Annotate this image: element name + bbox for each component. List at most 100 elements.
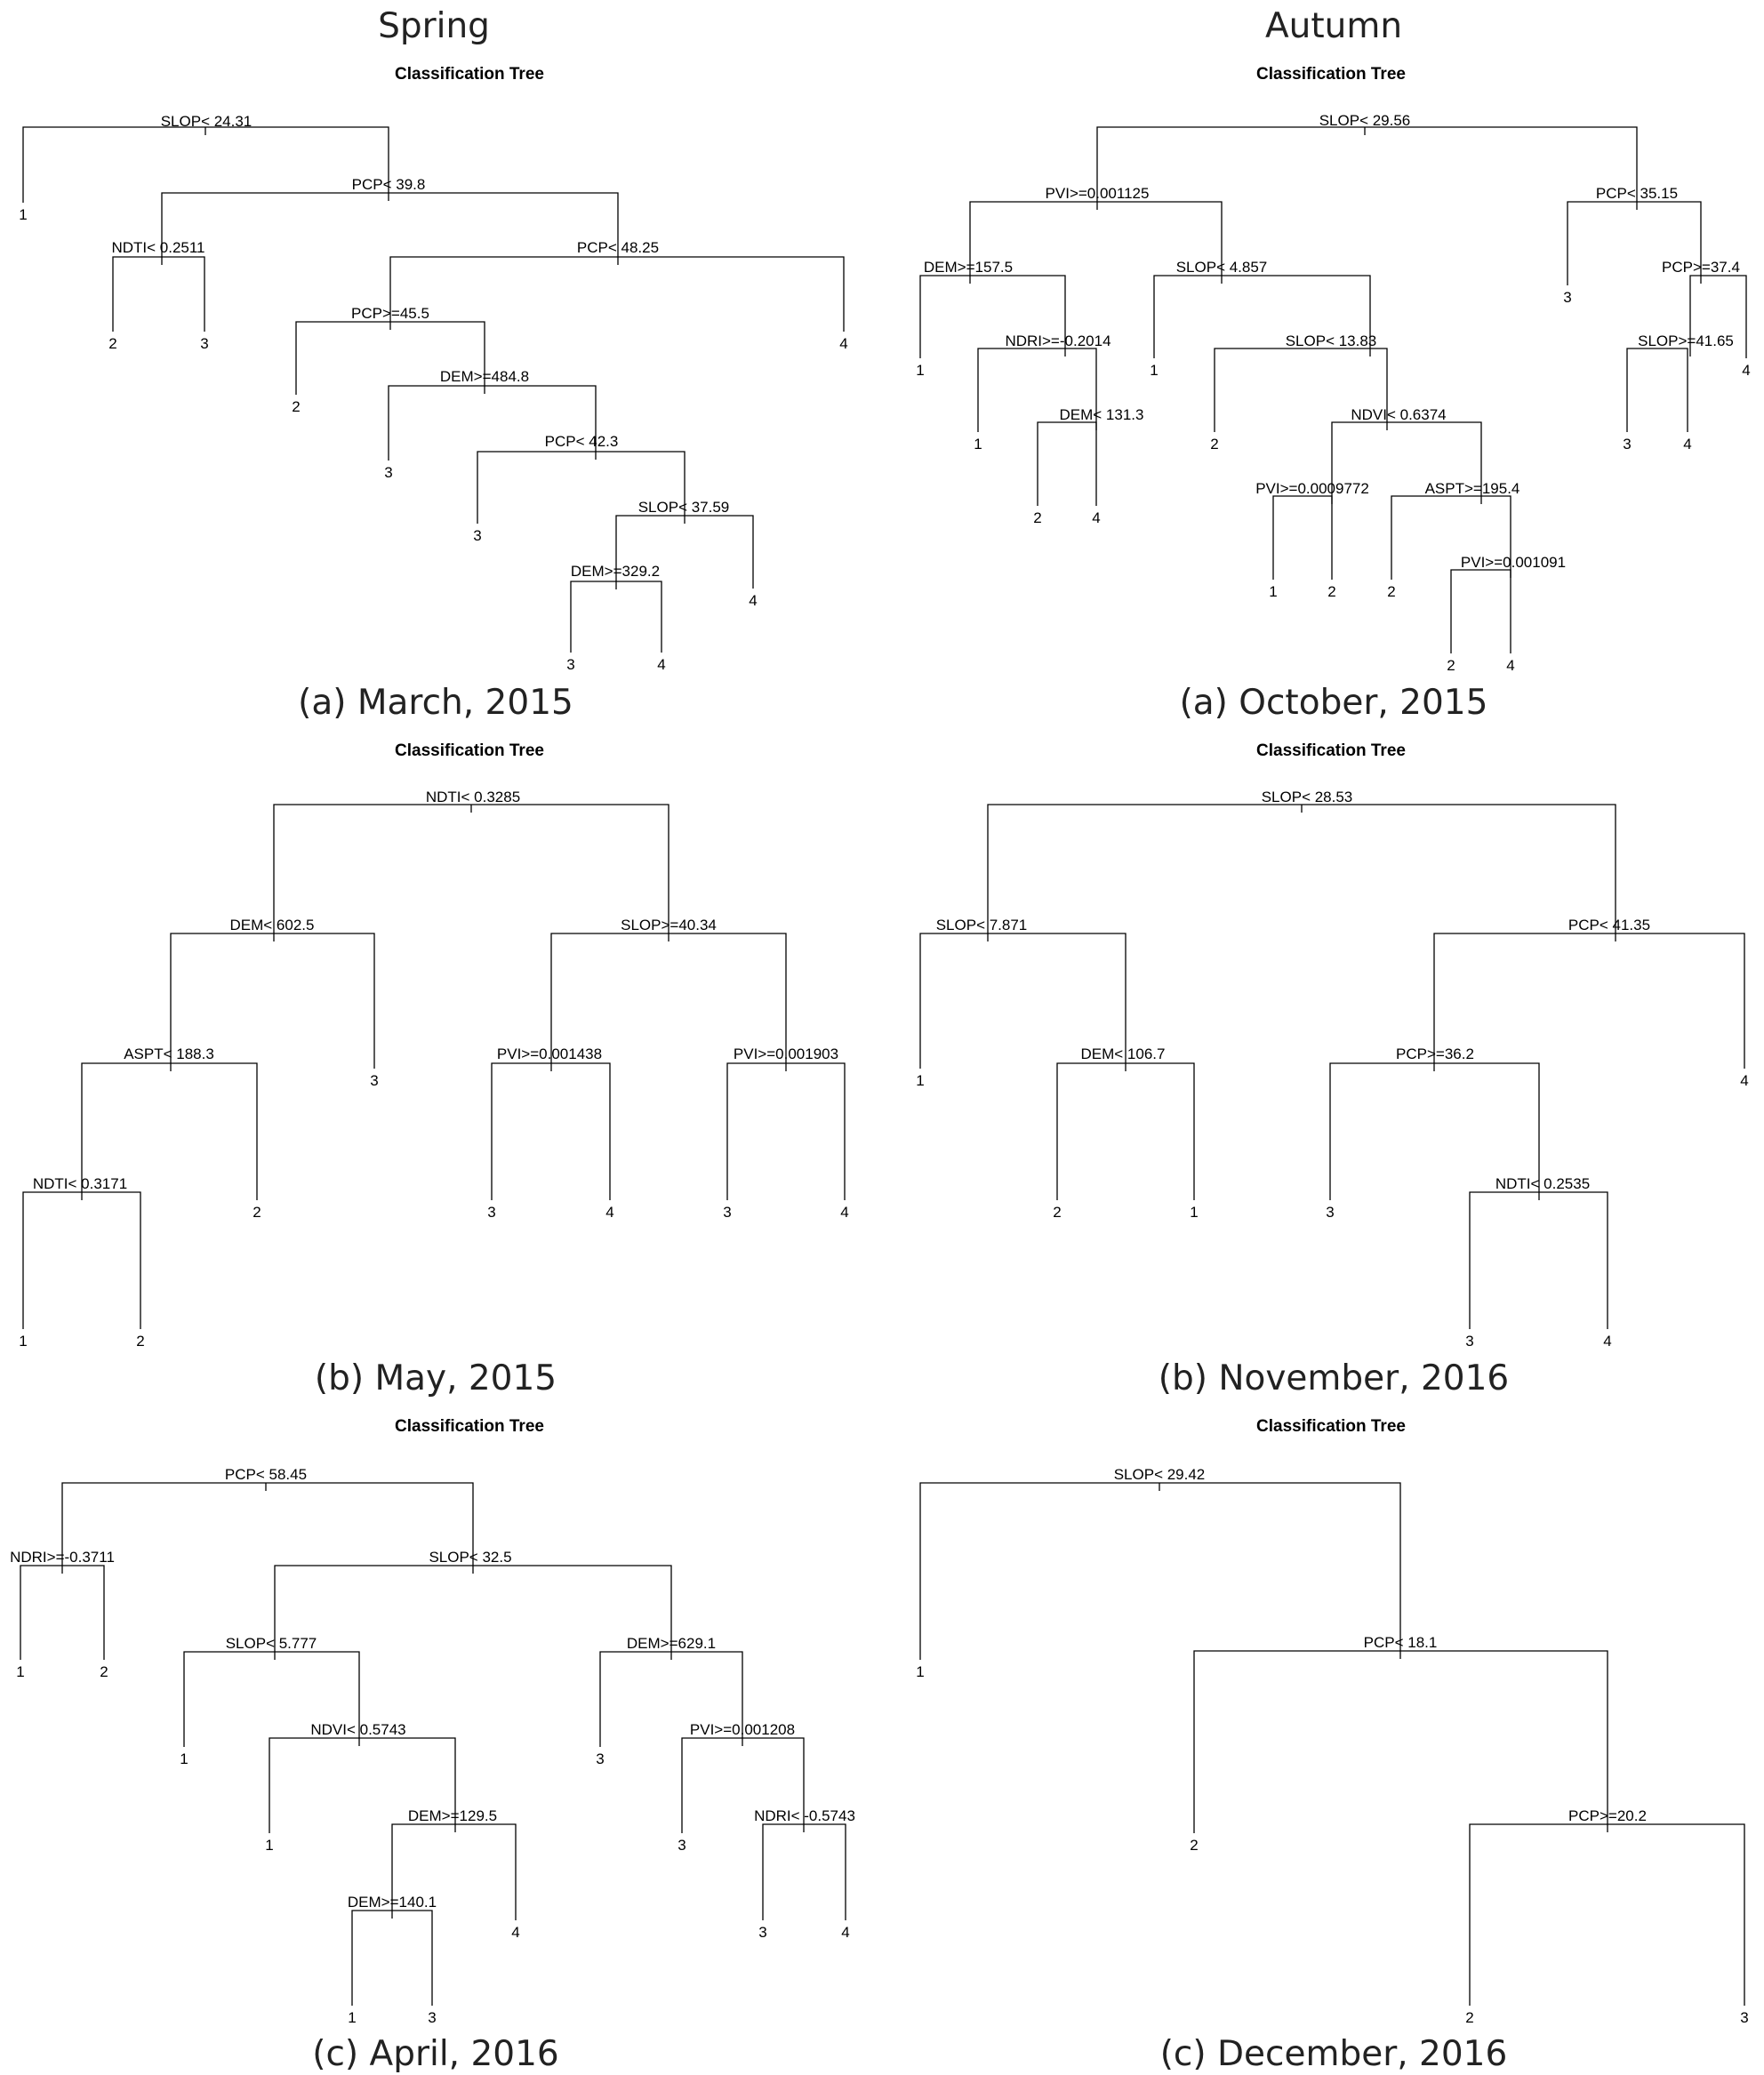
tree-edge-n1 (919, 1482, 1401, 1660)
split-label: DEM< 131.3 (1060, 406, 1144, 423)
panel-caption: (b) May, 2015 (315, 1358, 557, 1398)
tree-edge-n2 (919, 933, 1127, 1069)
split-label: DEM>=157.5 (924, 259, 1013, 276)
leaf-class-label: 1 (916, 1663, 924, 1680)
leaf-class-label: 4 (1740, 1072, 1748, 1089)
leaf-class-label: 3 (1623, 436, 1631, 453)
tree-edge-n8 (477, 451, 686, 524)
leaf-class-label: 3 (566, 656, 574, 673)
tree-edge-n2 (170, 933, 375, 1069)
tree-edge-n6 (1689, 275, 1747, 358)
season-title-autumn: Autumn (1265, 6, 1402, 46)
split-label: SLOP< 7.871 (936, 917, 1028, 933)
leaf-class-label: 1 (16, 1663, 24, 1680)
tree-edge-n5 (389, 256, 845, 332)
tree-edge-n7 (388, 385, 597, 461)
panel-title: Classification Tree (395, 65, 544, 84)
tree-edge-n1 (22, 126, 389, 203)
leaf-class-label: 3 (487, 1204, 495, 1221)
split-label: PCP< 42.3 (545, 433, 619, 450)
tree-edge-n12 (1272, 495, 1333, 580)
split-label: SLOP< 37.59 (638, 499, 730, 516)
leaf-class-label: 2 (1327, 583, 1335, 600)
leaf-class-label: 1 (916, 362, 924, 379)
split-label: DEM< 106.7 (1081, 1046, 1166, 1062)
panel-title: Classification Tree (395, 1417, 544, 1436)
split-label: NDTI< 0.2535 (1495, 1175, 1590, 1192)
leaf-class-label: 4 (749, 592, 757, 609)
leaf-class-label: 3 (370, 1072, 378, 1089)
leaf-class-label: 1 (19, 206, 27, 223)
split-label: NDTI< 0.3285 (426, 789, 520, 805)
leaf-class-label: 3 (1740, 2009, 1748, 2026)
leaf-class-label: 4 (841, 1924, 849, 1941)
tree-edge-n9 (1626, 348, 1688, 432)
tree-edge-n11 (1331, 421, 1482, 496)
split-label: NDVI< 0.5743 (310, 1721, 405, 1738)
leaf-class-label: 1 (916, 1072, 924, 1089)
split-label: SLOP< 29.42 (1114, 1466, 1206, 1483)
tree-edge-n8 (391, 1823, 517, 1920)
tree-edge-n3 (274, 1565, 672, 1652)
tree-edge-n3 (550, 933, 787, 1063)
split-label: SLOP< 4.857 (1176, 259, 1268, 276)
leaf-class-label: 4 (511, 1924, 519, 1941)
tree-edge-n3 (1567, 201, 1702, 285)
season-title-spring: Spring (378, 6, 490, 46)
tree-edge-n3 (112, 256, 205, 332)
leaf-class-label: 3 (473, 527, 481, 544)
split-label: PVI>=0.001208 (690, 1721, 795, 1738)
tree-edge-n6 (269, 1737, 456, 1833)
leaf-class-label: 1 (1150, 362, 1158, 379)
tree-edge-n10 (570, 581, 662, 653)
split-label: SLOP>=40.34 (621, 917, 717, 933)
split-label: NDRI>=-0.2014 (1005, 332, 1111, 349)
tree-edge-n4 (81, 1062, 258, 1200)
split-label: NDVI< 0.6374 (1351, 406, 1446, 423)
leaf-class-label: 3 (200, 335, 208, 352)
tree-edge-n3 (1433, 933, 1745, 1069)
leaf-class-label: 2 (1210, 436, 1218, 453)
leaf-class-label: 4 (1092, 509, 1100, 526)
split-label: PCP>=20.2 (1568, 1807, 1647, 1824)
split-label: PVI>=0.001125 (1046, 185, 1150, 202)
split-label: PCP>=36.2 (1396, 1046, 1474, 1062)
panel-caption: (a) March, 2015 (298, 683, 573, 723)
leaf-class-label: 4 (657, 656, 665, 673)
split-label: SLOP< 24.31 (161, 113, 253, 130)
split-label: NDRI< -0.5743 (754, 1807, 855, 1824)
leaf-class-label: 1 (348, 2009, 356, 2026)
split-label: SLOP< 32.5 (429, 1549, 511, 1566)
split-label: PVI>=0.001903 (734, 1046, 838, 1062)
split-label: DEM< 602.5 (230, 917, 315, 933)
leaf-class-label: 3 (758, 1924, 766, 1941)
leaf-class-label: 4 (1742, 362, 1750, 379)
split-label: ASPT< 188.3 (124, 1046, 214, 1062)
tree-edge-n9 (762, 1823, 846, 1920)
leaf-class-label: 4 (605, 1204, 613, 1221)
tree-edge-n3 (1469, 1823, 1745, 2006)
tree-edge-n6 (1469, 1191, 1608, 1329)
split-label: PVI>=0.0009772 (1255, 480, 1369, 497)
leaf-class-label: 2 (1033, 509, 1041, 526)
panel-caption: (b) November, 2016 (1159, 1358, 1510, 1398)
split-label: SLOP< 13.83 (1286, 332, 1377, 349)
tree-edge-n8 (1214, 348, 1388, 432)
leaf-class-label: 3 (678, 1837, 686, 1854)
split-label: PCP< 41.35 (1568, 917, 1650, 933)
split-label: PVI>=0.001091 (1461, 554, 1566, 571)
tree-edge-n6 (726, 1062, 846, 1200)
split-label: DEM>=329.2 (571, 563, 660, 580)
split-label: PCP>=45.5 (351, 305, 429, 322)
split-label: ASPT>=195.4 (1425, 480, 1520, 497)
panel-title: Classification Tree (395, 741, 544, 760)
leaf-class-label: 2 (136, 1333, 144, 1350)
leaf-class-label: 1 (265, 1837, 273, 1854)
split-label: DEM>=129.5 (408, 1807, 497, 1824)
tree-edge-n4 (183, 1651, 360, 1747)
leaf-class-label: 3 (1563, 289, 1571, 306)
leaf-class-label: 1 (19, 1333, 27, 1350)
